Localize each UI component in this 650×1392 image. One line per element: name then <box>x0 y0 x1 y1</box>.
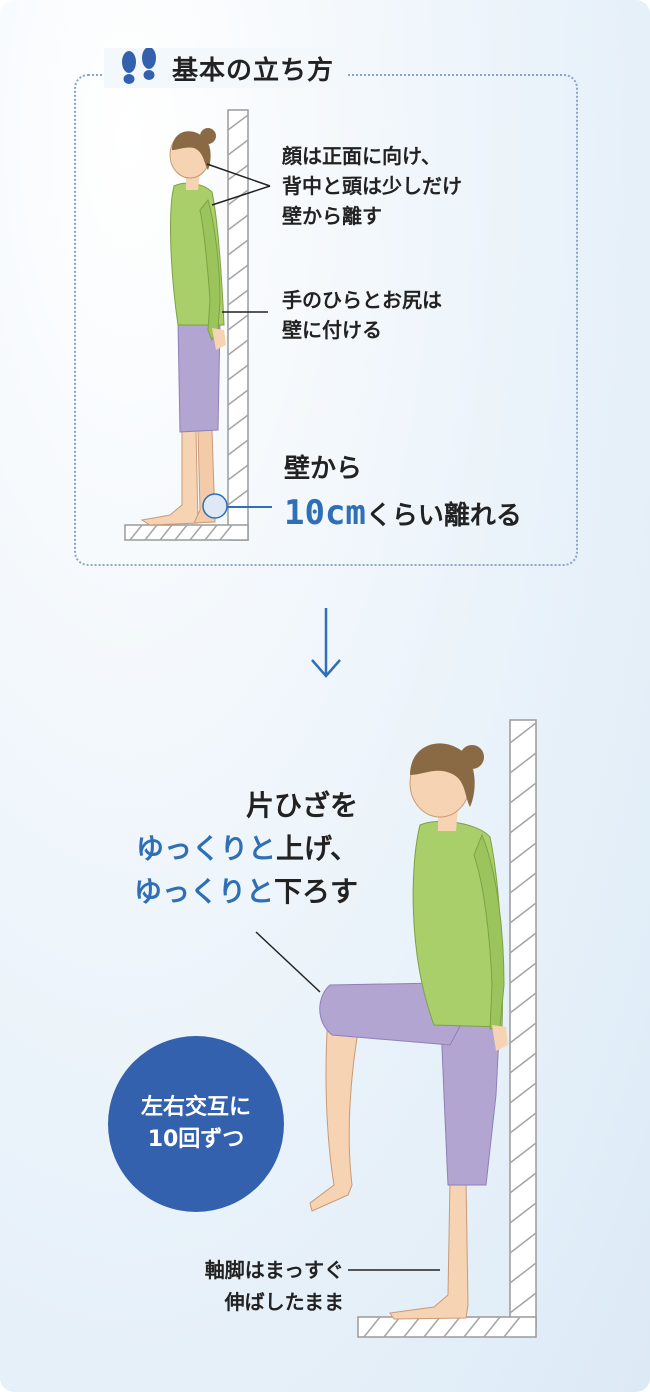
instruction-line3-blue: ゆっくりと <box>133 875 274 908</box>
instruction-line3-rest: 下ろす <box>273 875 358 908</box>
badge-line1: 左右交互に <box>140 1095 251 1120</box>
note-head-position: 顔は正面に向け、 背中と頭は少しだけ 壁から離す <box>282 144 462 228</box>
instruction-line2-blue: ゆっくりと <box>135 832 276 865</box>
exercise-instruction: 片ひざを ゆっくりと上げ、 ゆっくりと下ろす <box>134 784 358 913</box>
support-leg-note: 軸脚はまっすぐ 伸ばしたまま <box>204 1258 344 1314</box>
instruction-line1: 片ひざを <box>245 789 358 822</box>
panel-title-wrap: 基本の立ち方 <box>104 48 347 88</box>
note-wall-rest: くらい離れる <box>365 501 522 531</box>
panel-title: 基本の立ち方 <box>172 55 335 86</box>
note-wall-distance: 壁から 10cmくらい離れる <box>284 448 522 533</box>
repetition-badge: 左右交互に 10回ずつ <box>108 1036 284 1212</box>
standing-figure-illustration <box>124 109 249 541</box>
wall-hatch <box>124 109 249 541</box>
panel-leader-lines <box>206 163 272 508</box>
footprints-icon <box>122 48 156 84</box>
note-wall-num: 10cm <box>284 493 366 533</box>
badge-line2: 10回ずつ <box>147 1127 245 1152</box>
knee-raise-figure-illustration <box>309 719 537 1338</box>
arrow-down-icon <box>311 608 341 678</box>
instruction-line2-rest: 上げ、 <box>275 832 358 865</box>
note-hands-hips: 手のひらとお尻は 壁に付ける <box>282 288 442 342</box>
note-wall-line1: 壁から <box>284 454 363 484</box>
wall-hatch-2 <box>357 719 537 1338</box>
exercise-leader-lines <box>255 931 440 1271</box>
